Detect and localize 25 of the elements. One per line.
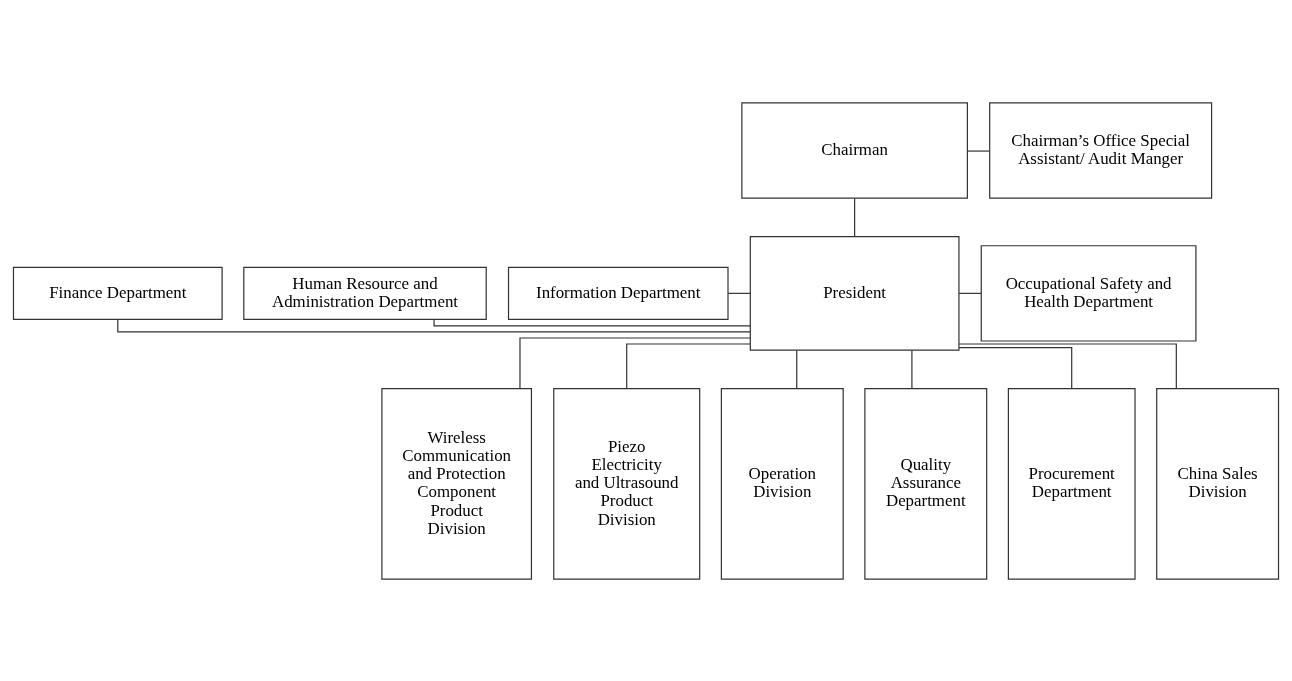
node-box: Quality Assurance Department (864, 387, 988, 580)
connector (911, 349, 913, 389)
node-box: Wireless Communication and Protection Component Product Division (381, 387, 533, 580)
node-box: China Sales Division (1156, 387, 1280, 580)
node-box: Occupational Safety and Health Department (980, 244, 1197, 342)
connector (117, 318, 751, 333)
node-box: Operation Division (720, 387, 844, 580)
connector (958, 346, 1073, 389)
connector (626, 342, 751, 389)
connector (958, 292, 982, 294)
node-box: Chairman’s Office Special Assistant/ Audit Manger (989, 101, 1213, 199)
node-box: President (749, 235, 960, 351)
connector (727, 292, 751, 294)
connector (796, 349, 798, 389)
node-box: Chairman (741, 101, 968, 199)
connector (433, 318, 751, 327)
node-box: Finance Department (12, 266, 223, 320)
connector (519, 336, 751, 389)
node-box: Information Department (507, 266, 729, 320)
connector (958, 342, 1177, 389)
connector (854, 197, 856, 237)
node-box: Procurement Department (1007, 387, 1136, 580)
node-box: Piezo Electricity and Ultrasound Product Division (553, 387, 701, 580)
node-box: Human Resource and Administration Department (243, 266, 487, 320)
connector (966, 149, 991, 152)
